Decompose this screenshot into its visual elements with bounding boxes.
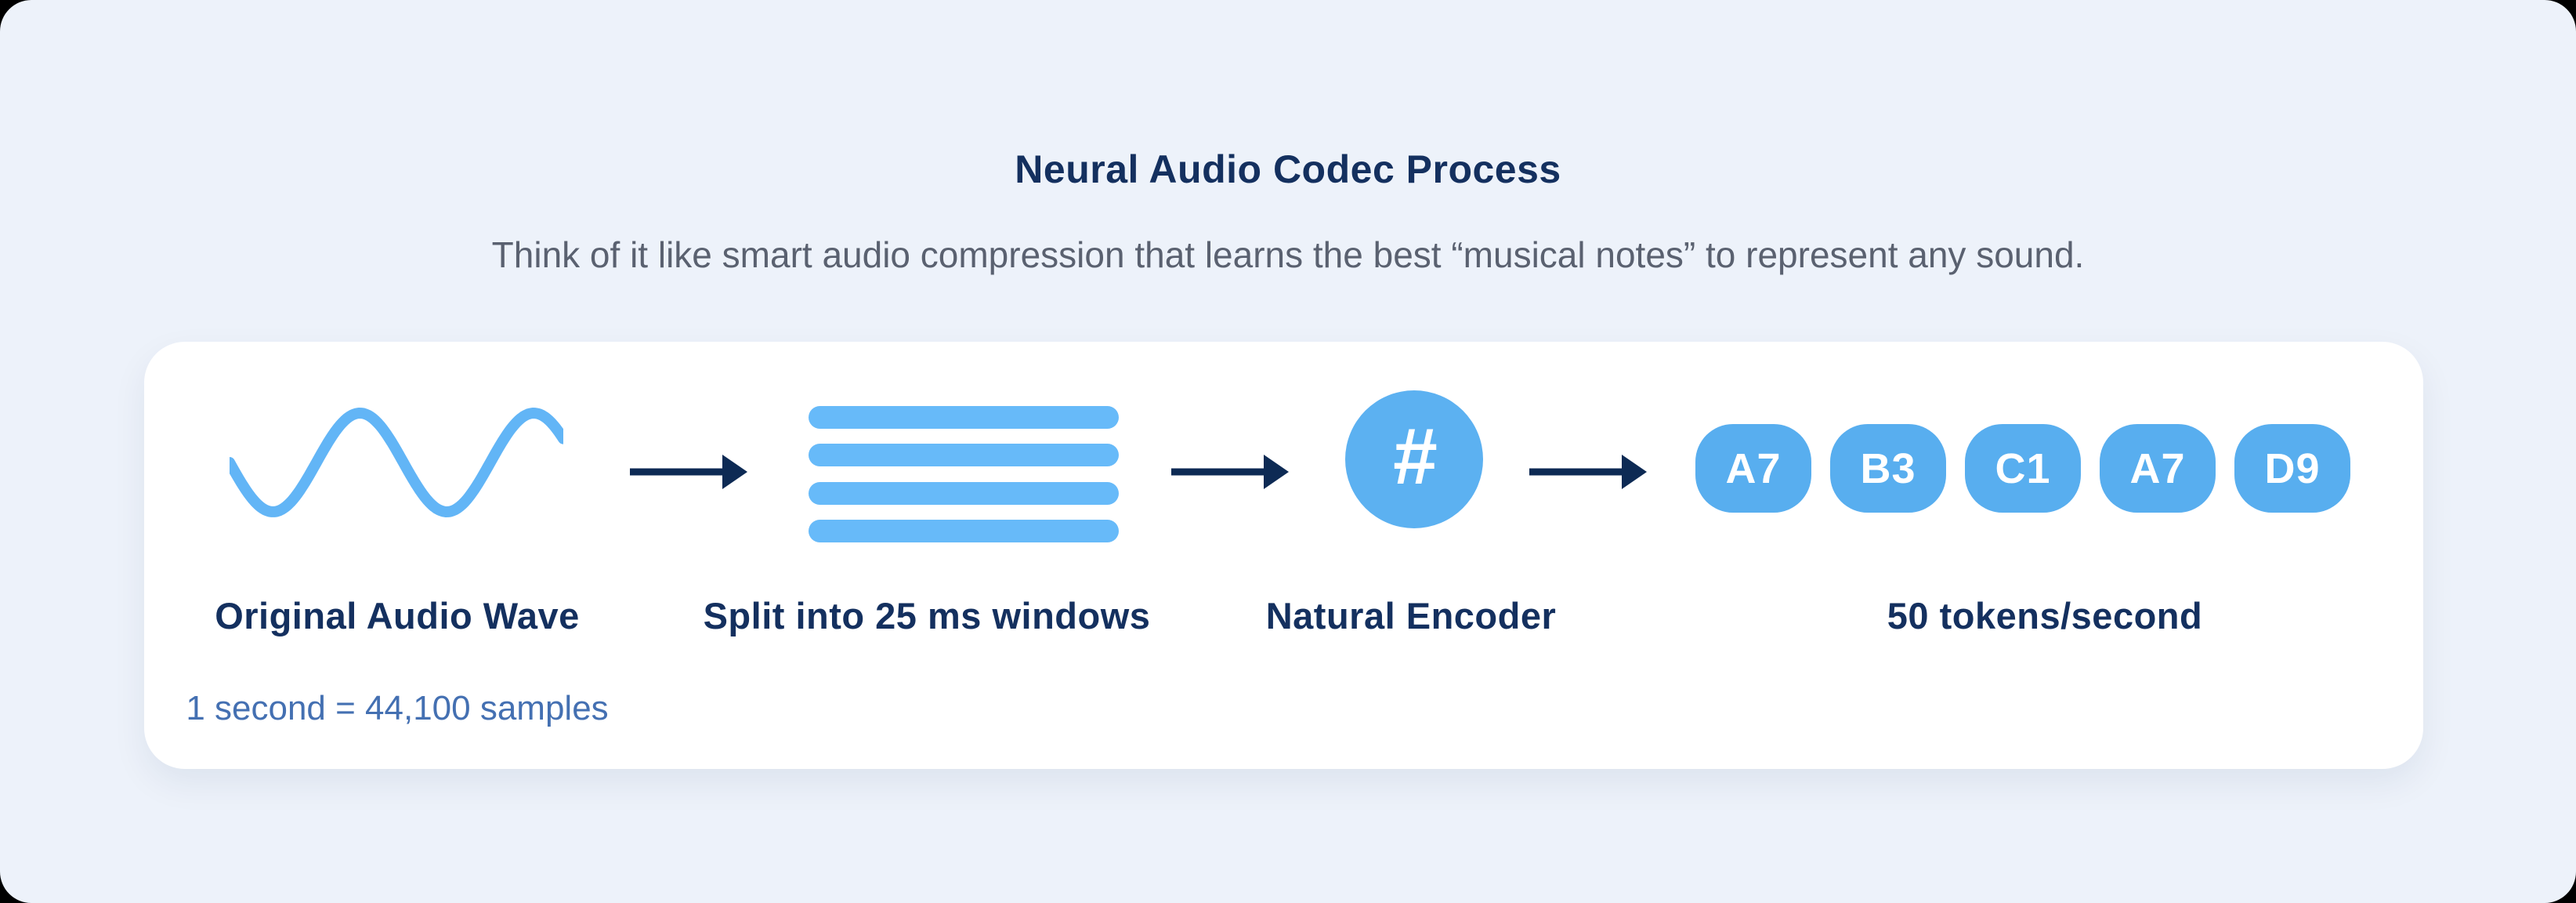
samples-sublabel: 1 second = 44,100 samples	[186, 689, 609, 727]
token-chip: A7	[2100, 424, 2216, 513]
step-label-tokens-per-second: 50 tokens/second	[1887, 595, 2203, 636]
token-chip: D9	[2234, 424, 2350, 513]
page-title: Neural Audio Codec Process	[1015, 147, 1561, 191]
hash-symbol: #	[1391, 411, 1437, 501]
window-bar	[809, 481, 1119, 505]
sine-wave-icon	[230, 408, 563, 517]
right-arrow-icon	[1171, 455, 1289, 489]
process-card: # A7 B3 C1 A7 D9 Original Audio Wave Spl…	[144, 342, 2423, 769]
token-chip: B3	[1830, 424, 1946, 513]
page-subtitle: Think of it like smart audio compression…	[491, 234, 2085, 275]
token-chips-icon: A7 B3 C1 A7 D9	[1695, 424, 2350, 513]
token-chip: A7	[1695, 424, 1811, 513]
window-bar	[809, 519, 1119, 542]
window-bar	[809, 444, 1119, 467]
step-label-split-windows: Split into 25 ms windows	[703, 595, 1151, 636]
hash-circle-icon: #	[1345, 390, 1483, 528]
step-label-original-audio-wave: Original Audio Wave	[215, 595, 580, 636]
right-arrow-icon	[1529, 455, 1647, 489]
window-bars-icon	[809, 406, 1119, 542]
right-arrow-icon	[630, 455, 747, 489]
token-chip: C1	[1965, 424, 2081, 513]
step-label-natural-encoder: Natural Encoder	[1265, 595, 1557, 636]
window-bar	[809, 406, 1119, 429]
